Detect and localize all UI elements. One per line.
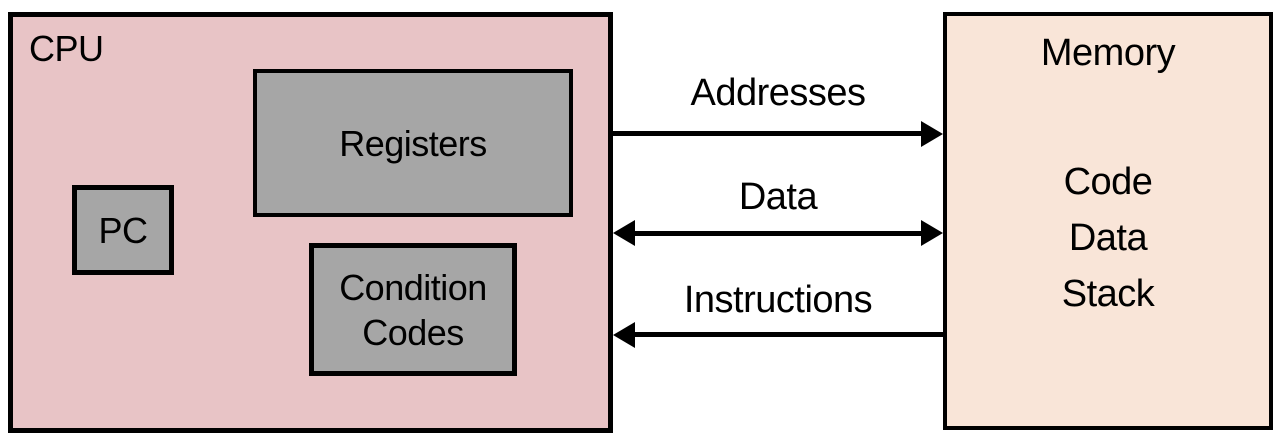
memory-segment-stack: Stack: [1061, 273, 1155, 315]
addresses-bus-line: [613, 131, 923, 136]
data-bus-label: Data: [738, 176, 818, 218]
memory-segment-code: Code: [1063, 161, 1153, 203]
condition-codes-box: Condition Codes: [309, 243, 517, 376]
condition-codes-label: Condition Codes: [339, 266, 487, 353]
data-arrowhead-left-icon: [613, 220, 635, 246]
memory-box: Memory Code Data Stack: [943, 12, 1273, 430]
memory-label: Memory: [1040, 32, 1176, 74]
data-arrowhead-right-icon: [921, 220, 943, 246]
pc-box: PC: [72, 185, 174, 275]
pc-label: PC: [98, 209, 148, 251]
registers-label: Registers: [339, 122, 487, 164]
instructions-arrowhead-left-icon: [613, 322, 635, 348]
cpu-label: CPU: [29, 28, 104, 69]
cpu-box: CPU Registers PC Condition Codes: [8, 12, 613, 433]
data-bus-line: [631, 231, 921, 236]
memory-segment-data: Data: [1068, 217, 1148, 259]
addresses-bus-label: Addresses: [690, 72, 866, 114]
memory-segments: Code Data Stack: [947, 154, 1269, 322]
registers-box: Registers: [253, 69, 573, 217]
addresses-arrowhead-right-icon: [921, 121, 943, 147]
instructions-bus-line: [631, 332, 943, 337]
instructions-bus-label: Instructions: [683, 279, 873, 321]
